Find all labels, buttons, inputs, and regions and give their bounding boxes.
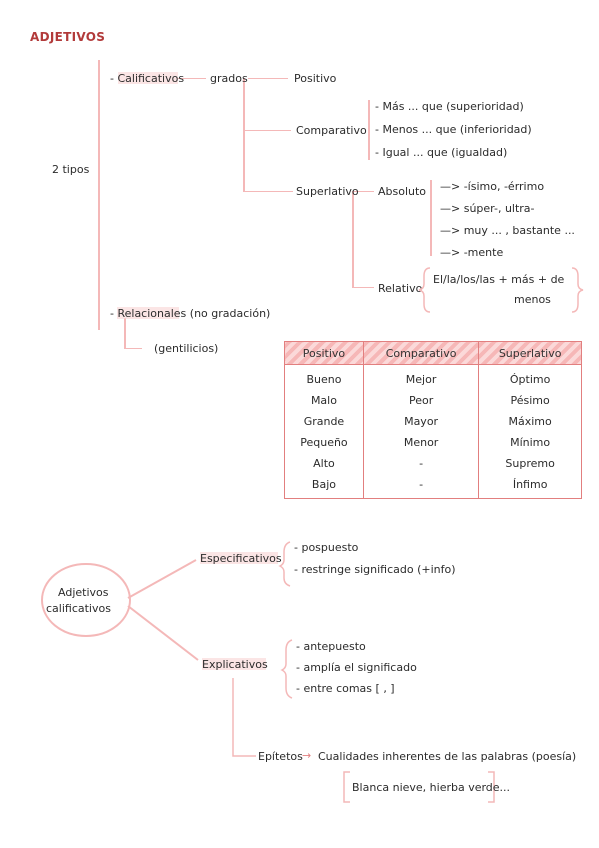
table-cell: Supremo xyxy=(505,457,555,470)
table-cell: - xyxy=(419,457,424,470)
table-cell: Ínfimo xyxy=(512,478,548,491)
comparativo-label: Comparativo xyxy=(296,124,367,137)
center-circle xyxy=(41,563,131,637)
connector-grados-positivo xyxy=(248,78,288,79)
relativo-right-brace xyxy=(571,267,584,313)
page-title: ADJETIVOS xyxy=(30,30,106,44)
table-cell: Grande xyxy=(303,415,345,428)
superlativo-label: Superlativo xyxy=(296,185,359,198)
table-cell: Pésimo xyxy=(510,394,550,407)
table-cell: - xyxy=(419,478,424,491)
especificativos-item: - restringe significado (+info) xyxy=(294,563,456,576)
table-cell: Bueno xyxy=(306,373,342,386)
gentilicios-connector xyxy=(124,318,126,348)
absoluto-bracket xyxy=(430,180,432,256)
comparativo-bracket xyxy=(368,100,370,160)
calificativos-highlight xyxy=(118,72,178,84)
especificativos-brace xyxy=(278,541,291,587)
root-label: 2 tipos xyxy=(52,163,90,176)
table-cell: Bajo xyxy=(311,478,336,491)
absoluto-label: Absoluto xyxy=(378,185,427,198)
gentilicios-label: (gentilicios) xyxy=(154,342,219,355)
center-label-line2: calificativos xyxy=(46,602,111,615)
center-label-line1: Adjetivos xyxy=(58,586,109,599)
table-header: Positivo xyxy=(284,341,364,365)
table-cell: Óptimo xyxy=(509,373,551,386)
positivo-column: Bueno Malo Grande Pequeño Alto Bajo xyxy=(284,364,364,499)
superlativo-column: Óptimo Pésimo Máximo Mínimo Supremo Ínfi… xyxy=(478,364,582,499)
grados-label: grados xyxy=(210,72,248,85)
absoluto-item: —> -mente xyxy=(440,246,504,259)
epitetos-example: Blanca nieve, hierba verde... xyxy=(352,781,511,794)
table-cell: Pequeño xyxy=(300,436,348,449)
relacionales-label: - Relacionales (no gradación) xyxy=(110,307,271,320)
calificativos-label: - Calificativos xyxy=(110,72,185,85)
table-cell: Mejor xyxy=(405,373,437,386)
table-cell: Máximo xyxy=(508,415,552,428)
grados-branch-line xyxy=(243,78,245,192)
relativo-formula: El/la/los/las + más + de xyxy=(433,273,565,286)
connector-relativo xyxy=(352,287,374,288)
relativo-formula-menos: menos xyxy=(514,293,551,306)
table-cell: Mayor xyxy=(404,415,439,428)
table-header: Comparativo xyxy=(362,341,480,365)
absoluto-item: —> -ísimo, -érrimo xyxy=(440,180,545,193)
comparativo-item: - Igual ... que (igualdad) xyxy=(375,146,508,159)
table-cell: Peor xyxy=(408,394,434,407)
table-cell: Mínimo xyxy=(510,436,551,449)
connector-superlativo xyxy=(243,191,293,192)
connector-calificativos-grados xyxy=(178,78,206,79)
relacionales-highlight xyxy=(117,307,179,319)
epitetos-label: Epítetos xyxy=(258,750,303,763)
table-header: Superlativo xyxy=(478,341,582,365)
explicativos-item: - antepuesto xyxy=(296,640,366,653)
explicativos-brace xyxy=(280,639,293,699)
especificativos-label: Especificativos xyxy=(200,552,282,565)
explicativos-label: Explicativos xyxy=(202,658,268,671)
table-row: Bueno Malo Grande Pequeño Alto Bajo Mejo… xyxy=(284,364,582,499)
explicativos-item: - entre comas [ , ] xyxy=(296,682,395,695)
tree-main-bracket xyxy=(98,60,100,330)
connector-especificativos xyxy=(127,559,197,599)
connector-epitetos xyxy=(232,678,256,757)
absoluto-item: —> muy ... , bastante ... xyxy=(440,224,575,237)
comparativo-item: - Más ... que (superioridad) xyxy=(375,100,524,113)
example-right-bracket xyxy=(488,771,495,803)
especificativos-highlight xyxy=(200,552,278,564)
arrow-right-icon: → xyxy=(302,749,312,762)
connector-comparativo xyxy=(243,130,291,131)
grades-table: Positivo Comparativo Superlativo Bueno M… xyxy=(284,341,582,499)
table-cell: Malo xyxy=(310,394,337,407)
relativo-label: Relativo xyxy=(378,282,423,295)
example-left-bracket xyxy=(343,771,350,803)
gentilicios-connector-h xyxy=(124,348,142,349)
table-cell: Alto xyxy=(313,457,335,470)
comparativo-item: - Menos ... que (inferioridad) xyxy=(375,123,532,136)
epitetos-definition: Cualidades inherentes de las palabras (p… xyxy=(318,750,577,763)
table-cell: Menor xyxy=(403,436,439,449)
positivo-label: Positivo xyxy=(294,72,337,85)
connector-absoluto xyxy=(354,191,374,192)
explicativos-highlight xyxy=(202,658,266,670)
explicativos-item: - amplía el significado xyxy=(296,661,417,674)
comparativo-column: Mejor Peor Mayor Menor - - xyxy=(362,364,480,499)
superlativo-branch-line xyxy=(352,191,354,287)
absoluto-item: —> súper-, ultra- xyxy=(440,202,535,215)
table-header-row: Positivo Comparativo Superlativo xyxy=(284,341,582,365)
connector-explicativos xyxy=(127,605,199,661)
relativo-left-brace xyxy=(418,267,431,313)
especificativos-item: - pospuesto xyxy=(294,541,359,554)
